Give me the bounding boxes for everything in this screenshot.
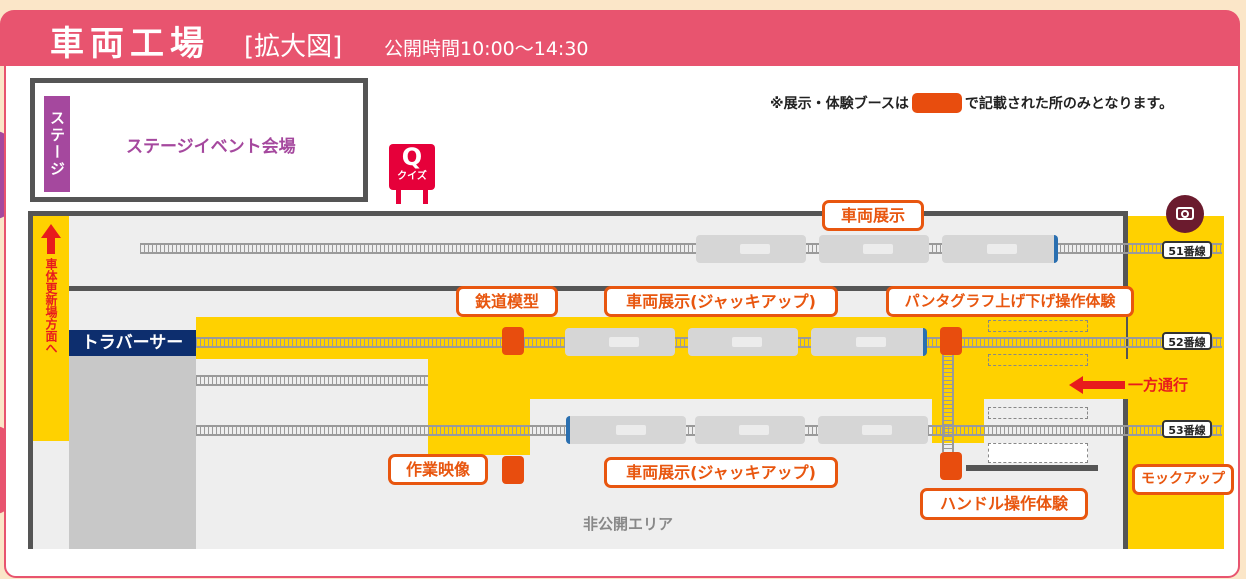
tag-work-video: 作業映像 xyxy=(388,454,488,485)
left-arrow-icon xyxy=(1083,381,1125,389)
quiz-marker: Q クイズ xyxy=(389,144,435,190)
tag-vehicle-jack-up-top: 車両展示(ジャッキアップ) xyxy=(604,286,838,317)
camera-icon xyxy=(1166,195,1204,233)
booth-pantograph xyxy=(940,327,962,355)
legend-booth-swatch xyxy=(911,93,962,113)
tag-railway-model: 鉄道模型 xyxy=(456,286,558,317)
tag-handle: ハンドル操作体験 xyxy=(920,488,1088,520)
booth-work-video xyxy=(502,456,524,484)
rail-car xyxy=(566,416,686,444)
rail-car xyxy=(819,235,929,263)
left-direction-label: 車体更新場方面へ xyxy=(44,258,58,354)
handle-barrier xyxy=(966,465,1098,471)
rail-car xyxy=(811,328,927,356)
track-51 xyxy=(140,243,1222,254)
page-title: 車両工場 xyxy=(50,24,210,64)
up-arrow-icon xyxy=(41,224,61,238)
rail-car xyxy=(942,235,1058,263)
quiz-label: クイズ xyxy=(397,171,427,182)
booth-handle xyxy=(940,452,962,480)
factory-wall-left xyxy=(28,211,33,549)
booth-railway-model xyxy=(502,327,524,355)
left-arrow-icon xyxy=(1069,376,1083,394)
tag-vehicle-display: 車両展示 xyxy=(822,200,924,231)
tag-mockup: モックアップ xyxy=(1132,464,1234,495)
track-number-51: 51番線 xyxy=(1162,241,1212,259)
stage-event-label: ステージイベント会場 xyxy=(126,137,296,157)
stage-box xyxy=(30,78,368,202)
factory-wall-top xyxy=(28,211,1128,216)
platform-outline xyxy=(988,407,1088,419)
quiz-letter: Q xyxy=(401,143,423,171)
page-subtitle: [拡大図] xyxy=(244,32,343,62)
up-arrow-icon xyxy=(47,238,55,254)
tag-vehicle-jack-up-bottom: 車両展示(ジャッキアップ) xyxy=(604,457,838,488)
tag-pantograph: パンタグラフ上げ下げ操作体験 xyxy=(886,286,1134,317)
crossing-track xyxy=(942,352,954,452)
walkway-left-block xyxy=(428,359,530,455)
legend-note-prefix: ※展示・体験ブースは xyxy=(770,96,909,112)
quiz-stand xyxy=(423,190,428,204)
track-side xyxy=(196,375,428,386)
header-bar: 車両工場 [拡大図] 公開時間10:00〜14:30 xyxy=(0,10,1240,66)
rail-car xyxy=(818,416,928,444)
one-way-label: 一方通行 xyxy=(1128,376,1189,394)
stage-label: ステージ xyxy=(44,96,70,192)
legend-note-suffix: で記載された所のみとなります。 xyxy=(964,96,1174,112)
rail-car xyxy=(696,235,806,263)
track-number-53: 53番線 xyxy=(1162,420,1212,438)
quiz-stand xyxy=(396,190,401,204)
non-public-area-label: 非公開エリア xyxy=(583,515,674,533)
legend-note: ※展示・体験ブースは で記載された所のみとなります。 xyxy=(770,92,1173,114)
track-number-52: 52番線 xyxy=(1162,332,1212,350)
traverser-area xyxy=(69,330,196,549)
platform-outline xyxy=(988,354,1088,366)
rail-car xyxy=(695,416,805,444)
platform-outline xyxy=(988,320,1088,332)
rail-car xyxy=(565,328,675,356)
opening-hours: 公開時間10:00〜14:30 xyxy=(384,38,589,60)
rail-car xyxy=(688,328,798,356)
platform-outline xyxy=(988,443,1088,463)
traverser-label: トラバーサー xyxy=(69,330,196,356)
factory-inner-wall xyxy=(68,286,1123,291)
